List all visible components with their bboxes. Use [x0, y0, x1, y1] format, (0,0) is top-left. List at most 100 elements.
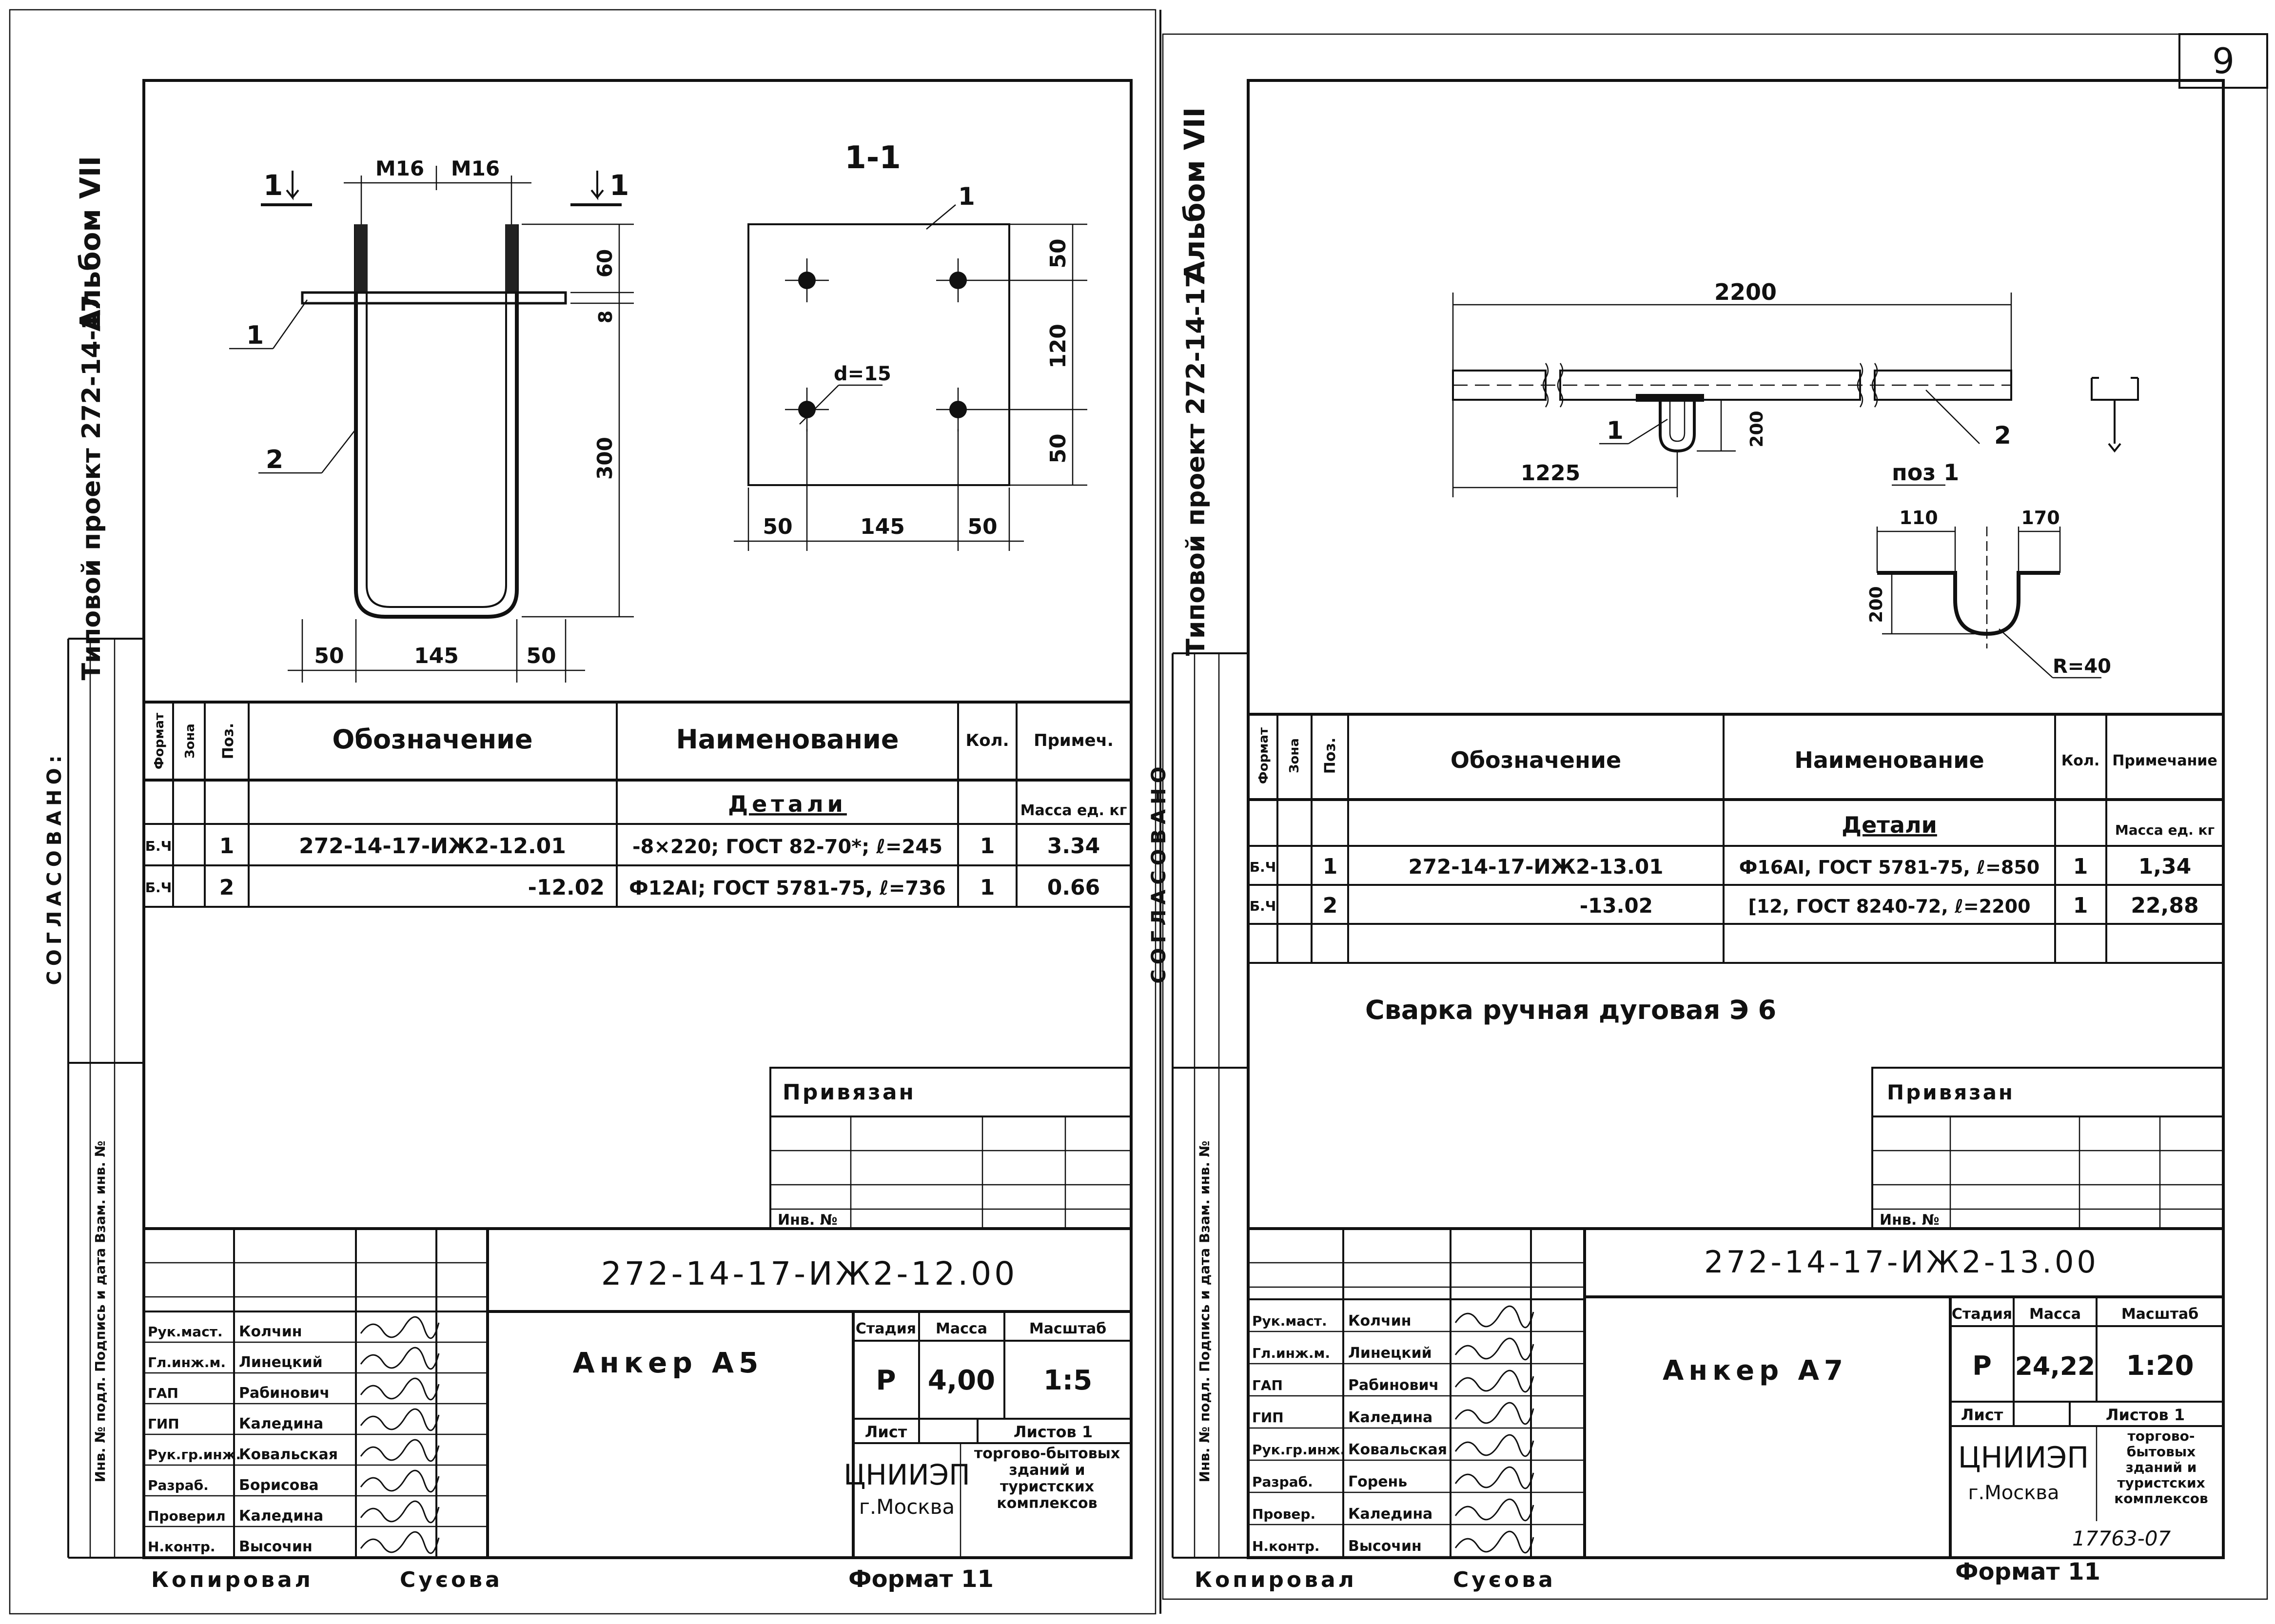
section-1-1-plan: 1-1 d=15 1 50 120 [734, 140, 1087, 551]
staff-role: Разраб. [1252, 1474, 1313, 1490]
signature-scribble [1454, 1498, 1534, 1522]
staff-name: Горень [1348, 1473, 1407, 1490]
section-arrow-left [286, 171, 299, 200]
dim-50-left: 50 [314, 644, 344, 668]
ltb-city: г.Москва [859, 1495, 955, 1519]
ltb-org-sub: торгово-бытовых зданий и туристских комп… [974, 1446, 1120, 1512]
rt-section-details: Детали [1842, 812, 1937, 838]
staff-name: Каледина [1348, 1409, 1432, 1426]
u-bar-a7-outer [1659, 400, 1696, 453]
ltb-massa-h: Масса [936, 1320, 987, 1337]
lt-section-details: Детали [728, 791, 847, 817]
pos1-label: 1 [246, 321, 264, 350]
rt-r1-mass: 1,34 [2138, 854, 2192, 879]
lt-r2-pos: 2 [219, 875, 235, 900]
section-mark-right-label: 1 [609, 169, 629, 202]
sheet-number: 9 [2212, 40, 2235, 81]
staff-name: Колчин [1348, 1312, 1411, 1330]
dim-60: 60 [593, 249, 617, 277]
rtb-title: Анкер А7 [1663, 1355, 1848, 1387]
left-sheet-edge [9, 9, 1157, 1615]
plate-pos-label: 1 [958, 182, 975, 211]
ltb-org-sub-box: торгово-бытовых зданий и туристских комп… [974, 1446, 1120, 1512]
left-side-album: Альбом VII [74, 156, 107, 332]
plate-plan [747, 223, 1010, 486]
ltb-stadia: Р [876, 1365, 896, 1396]
plan-dim-120: 120 [1046, 324, 1071, 369]
radius-label: R=40 [2053, 655, 2111, 678]
ltb-masshtab-h: Масштаб [1029, 1320, 1106, 1337]
rt-h-note: Примечание [2112, 752, 2217, 769]
staff-name: Борисова [239, 1477, 319, 1494]
channel-section-top [2091, 378, 2139, 401]
staff-name: Каледина [239, 1507, 323, 1525]
rt-r1-qty: 1 [2073, 854, 2088, 879]
rtb-city: г.Москва [1968, 1482, 2059, 1504]
left-main-frame [142, 79, 1133, 1559]
staff-name: Каледина [239, 1415, 323, 1432]
right-side-project: Типовой проект 272-14-17 [1181, 271, 1211, 656]
staff-role: Гл.инж.м. [148, 1354, 226, 1370]
signature-scribble [360, 1500, 440, 1524]
left-side-agreed: СОГЛАСОВАНО: [43, 750, 66, 985]
ltb-list-h: Лист [865, 1423, 907, 1441]
rt-h-name: Наименование [1794, 747, 1984, 773]
hole-leader [799, 385, 839, 425]
left-footer-format: Формат 11 [848, 1565, 994, 1593]
ltb-masshtab: 1:5 [1043, 1365, 1092, 1396]
section-arrow-right [590, 171, 604, 200]
dim-200: 200 [1747, 411, 1767, 447]
staff-name: Ковальская [1348, 1441, 1447, 1458]
signature-scribble [360, 1316, 440, 1339]
signature-scribble [360, 1377, 440, 1401]
ltb-org: ЦНИИЭП [843, 1458, 970, 1491]
thread-left [355, 224, 368, 293]
rt-r1-pos: 1 [1323, 854, 1338, 879]
signature-scribble [1454, 1402, 1534, 1425]
rt-mass-note: Масса ед. кг [2115, 822, 2215, 838]
left-side-project: Типовой проект 272-14-17 [77, 295, 106, 681]
weld-note: Сварка ручная дуговая Э 6 [1365, 995, 1776, 1025]
signature-scribble [1454, 1370, 1534, 1393]
staff-name: Колчин [239, 1323, 302, 1340]
staff-name: Рабинович [1348, 1377, 1439, 1394]
lt-r1-designation: 272-14-17-ИЖ2-12.01 [299, 834, 566, 859]
right-spec-table: Формат Зона Поз. Обозначение Наименовани… [1248, 713, 2223, 964]
signature-scribble [360, 1347, 440, 1370]
section-1-1-label: 1-1 [844, 140, 901, 176]
pos1-detail-label: поз 1 [1892, 459, 1959, 486]
break-mark-right-2 [1871, 363, 1878, 408]
rt-r1-designation: 272-14-17-ИЖ2-13.01 [1409, 855, 1664, 879]
signature-scribble [1454, 1434, 1534, 1457]
dim-2200: 2200 [1714, 279, 1777, 305]
rtb-org-sub: торгово-бытовых зданий и туристских комп… [2114, 1428, 2208, 1507]
dim-300: 300 [593, 437, 617, 480]
rtb-massa: 24,22 [2015, 1352, 2095, 1381]
staff-role: Н.контр. [1252, 1538, 1320, 1554]
rtb-listov-h: Листов 1 [2106, 1406, 2185, 1424]
break-mark-right-1 [1857, 363, 1863, 408]
rp-inv: Инв. № [1880, 1212, 1940, 1229]
break-mark-left-2 [1557, 363, 1564, 408]
lt-r2-mass: 0.66 [1047, 875, 1100, 900]
rtb-masshtab-h: Масштаб [2121, 1306, 2198, 1323]
pos1-dim-110-label: 110 [1899, 507, 1938, 528]
u-bar-inner [366, 224, 507, 608]
break-mark-left-1 [1542, 363, 1549, 408]
rt-r2-designation: -13.02 [1580, 894, 1653, 918]
right-side-inv: Инв. № подл. Подпись и дата Взам. инв. № [1196, 1141, 1213, 1483]
lp-label: Привязан [783, 1080, 916, 1105]
signature-scribble [360, 1531, 440, 1554]
rt-h-zone: Зона [1287, 738, 1302, 773]
lt-h-qty: Кол. [966, 731, 1009, 750]
signature-scribble [1454, 1305, 1534, 1329]
u-bar-a7-inner [1669, 400, 1686, 442]
rt-h-format: Формат [1256, 727, 1271, 784]
lt-r2-format: Б.Ч [145, 880, 172, 896]
staff-role: Провер. [1252, 1506, 1315, 1522]
right-drawing: Альбом VII Типовой проект 272-14-17 СОГЛ… [1148, 79, 2225, 1592]
rtb-masshtab: 1:20 [2126, 1350, 2194, 1382]
pos1-dim-170-label: 170 [2021, 507, 2059, 528]
